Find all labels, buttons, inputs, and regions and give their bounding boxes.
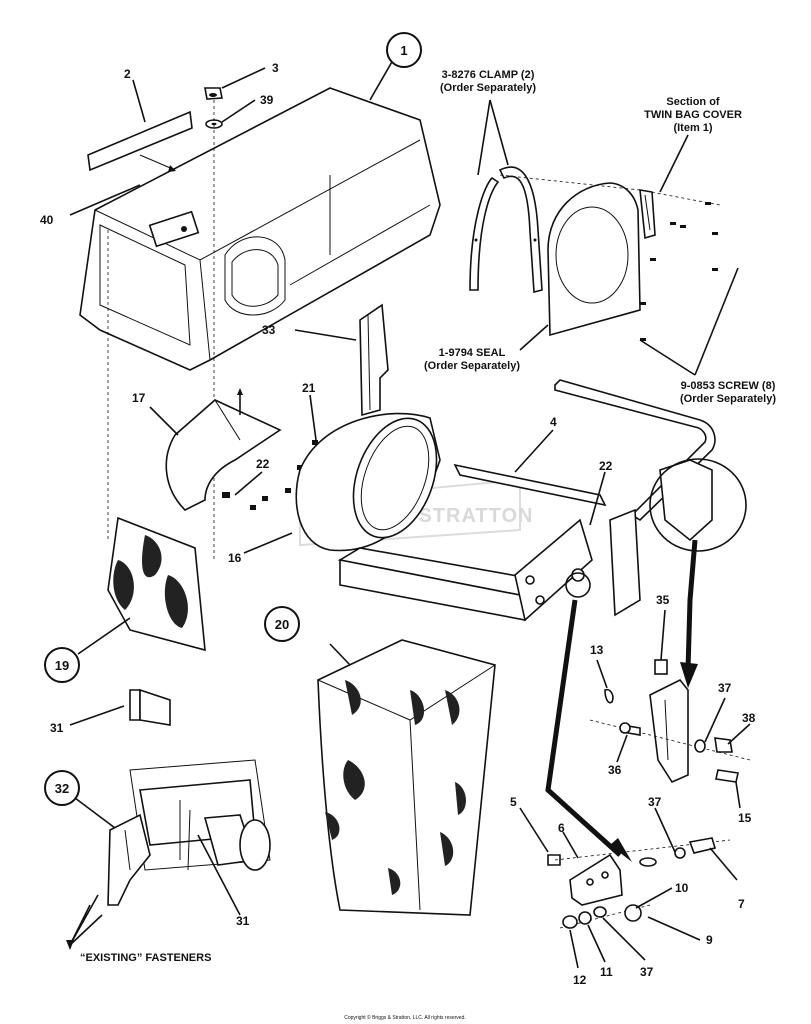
callout-40: 40 bbox=[40, 213, 54, 227]
callout-13: 13 bbox=[590, 643, 604, 657]
screws bbox=[640, 202, 718, 341]
callout-11: 11 bbox=[600, 965, 613, 979]
nut-part-3 bbox=[204, 87, 223, 100]
callout-33: 33 bbox=[262, 323, 276, 337]
callout-9: 9 bbox=[706, 933, 713, 947]
callout-17: 17 bbox=[132, 391, 146, 405]
svg-text:32: 32 bbox=[55, 781, 69, 796]
copyright: Copyright © Briggs & Stratton, LLC. All … bbox=[344, 1014, 466, 1021]
bag-part-20 bbox=[317, 639, 496, 916]
clamp-note: 3-8276 CLAMP (2) bbox=[442, 69, 535, 81]
callout-6: 6 bbox=[558, 821, 565, 835]
callout-circle-19: 19 bbox=[44, 647, 80, 683]
callout-22b: 22 bbox=[599, 459, 613, 473]
cover-section bbox=[639, 189, 656, 240]
svg-text:(Order Separately): (Order Separately) bbox=[424, 360, 520, 372]
callout-31a: 31 bbox=[50, 721, 64, 735]
callout-5: 5 bbox=[510, 795, 517, 809]
callout-16: 16 bbox=[228, 551, 242, 565]
svg-text:1: 1 bbox=[400, 43, 407, 58]
seal-note: 1-9794 SEAL bbox=[439, 347, 506, 359]
svg-text:(Item 1): (Item 1) bbox=[673, 122, 712, 134]
hardware-21-22 bbox=[222, 440, 318, 510]
callout-37b: 37 bbox=[648, 795, 662, 809]
bracket-assembly-top bbox=[589, 659, 751, 784]
chute-part-17 bbox=[165, 388, 282, 511]
callout-39: 39 bbox=[260, 93, 274, 107]
callout-38: 38 bbox=[742, 711, 756, 725]
svg-text:TWIN BAG COVER: TWIN BAG COVER bbox=[644, 109, 742, 121]
twin-bag-cover bbox=[79, 87, 441, 371]
screen-part-19 bbox=[107, 516, 206, 652]
callout-circle-20: 20 bbox=[264, 606, 300, 642]
tractor-inset bbox=[107, 759, 271, 906]
callout-37a: 37 bbox=[718, 681, 732, 695]
clip-part-31 bbox=[129, 688, 171, 726]
svg-text:(Order Separately): (Order Separately) bbox=[440, 82, 536, 94]
callout-35: 35 bbox=[656, 593, 670, 607]
callout-37c: 37 bbox=[640, 965, 654, 979]
callout-3: 3 bbox=[272, 61, 279, 75]
frame-part-4 bbox=[337, 379, 747, 622]
callout-2: 2 bbox=[124, 67, 131, 81]
callout-12: 12 bbox=[573, 973, 587, 987]
svg-text:(Order Separately): (Order Separately) bbox=[680, 393, 776, 405]
adapter-part-16 bbox=[295, 412, 441, 552]
existing-fasteners-note: “EXISTING” FASTENERS bbox=[80, 952, 211, 964]
callout-21: 21 bbox=[302, 381, 316, 395]
clamp-pair bbox=[469, 166, 543, 294]
deflector-part-33 bbox=[359, 303, 389, 417]
section-note: Section of bbox=[666, 96, 720, 108]
svg-text:20: 20 bbox=[275, 617, 289, 632]
callout-22a: 22 bbox=[256, 457, 270, 471]
callout-15: 15 bbox=[738, 811, 752, 825]
assembly-arrows bbox=[545, 539, 698, 862]
callout-circle-32: 32 bbox=[44, 770, 80, 806]
callout-36: 36 bbox=[608, 763, 622, 777]
leader-lines bbox=[69, 59, 751, 969]
decal-part-2 bbox=[87, 110, 193, 172]
svg-text:19: 19 bbox=[55, 658, 69, 673]
callout-7: 7 bbox=[738, 897, 745, 911]
callout-31b: 31 bbox=[236, 914, 250, 928]
bracket-assembly-bottom bbox=[547, 837, 731, 929]
screw-note: 9-0853 SCREW (8) bbox=[681, 380, 776, 392]
callout-4: 4 bbox=[550, 415, 557, 429]
part-numbers: 2 3 39 40 33 17 21 22 16 4 22 31 31 35 1… bbox=[40, 61, 756, 987]
callout-circle-1: 1 bbox=[386, 32, 422, 68]
callout-10: 10 bbox=[675, 881, 689, 895]
notes: 3-8276 CLAMP (2) (Order Separately) Sect… bbox=[80, 69, 776, 964]
seal bbox=[547, 182, 641, 337]
